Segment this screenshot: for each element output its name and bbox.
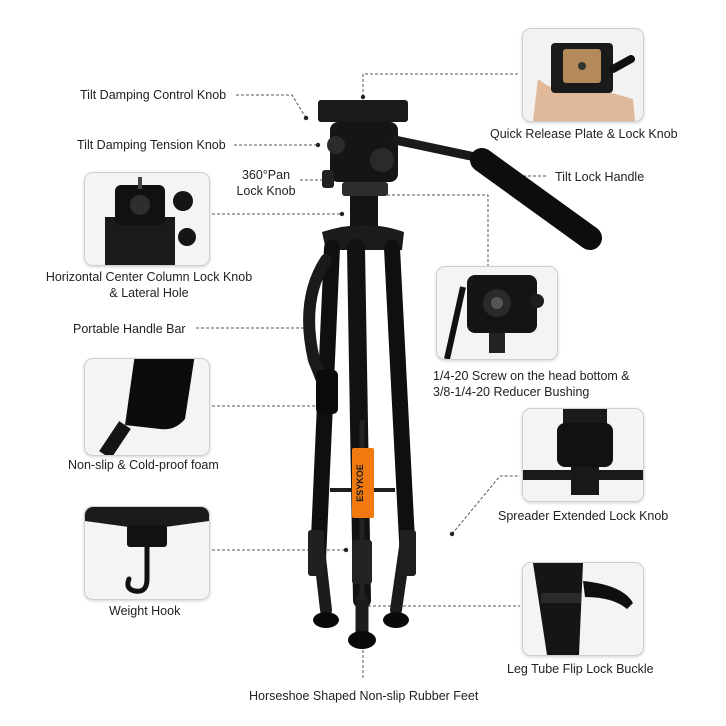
label-quick-release: Quick Release Plate & Lock Knob [490,127,678,141]
foam-grip [316,370,338,414]
leader-spreader [451,475,520,535]
pan-lock-knob-icon [322,170,334,188]
label-tilt-damping-control: Tilt Damping Control Knob [80,88,227,102]
label-center-column: Horizontal Center Column Lock Knob & Lat… [40,269,258,301]
panel-spreader [522,408,644,502]
label-rubber-feet: Horseshoe Shaped Non-slip Rubber Feet [249,689,479,703]
label-tilt-lock-handle: Tilt Lock Handle [555,170,645,184]
leader-screw [372,194,489,268]
label-pan-lock: 360°Pan Lock Knob [232,167,300,199]
leader-tilt-damping-control [236,94,307,119]
label-center-column-line2: & Lateral Hole [109,286,189,300]
panel-flip-lock [522,562,644,656]
label-non-slip-foam: Non-slip & Cold-proof foam [68,458,219,472]
panel-weight-hook [84,506,210,600]
label-screw-line2: 3/8-1/4-20 Reducer Bushing [433,385,590,399]
label-pan-lock-line2: Lock Knob [236,184,296,198]
panel-quick-release [522,28,644,122]
rubber-foot [313,612,339,628]
quick-release-plate [318,100,408,122]
label-weight-hook: Weight Hook [109,604,181,618]
label-tilt-damping-tension: Tilt Damping Tension Knob [77,138,226,152]
panel-screw [436,266,558,360]
brand-text: ESYKOE [355,464,365,502]
label-screw: 1/4-20 Screw on the head bottom & 3/8-1/… [433,368,630,400]
label-spreader-lock: Spreader Extended Lock Knob [498,509,669,523]
panel-center-column [84,172,210,266]
label-portable-handle: Portable Handle Bar [73,322,186,336]
rubber-foot [348,631,376,649]
label-leg-flip-lock: Leg Tube Flip Lock Buckle [507,662,654,676]
leader-quick-release [362,73,520,97]
tilt-lock-handle-grip [470,148,602,250]
label-pan-lock-line1: 360°Pan [241,168,291,182]
label-screw-line1: 1/4-20 Screw on the head bottom & [433,369,630,383]
label-center-column-line1: Horizontal Center Column Lock Knob [45,270,253,284]
tension-knob-icon [327,136,345,154]
portable-handle-bar [303,254,332,386]
rubber-foot [383,612,409,628]
brand-label [352,448,374,518]
panel-foam [84,358,210,456]
